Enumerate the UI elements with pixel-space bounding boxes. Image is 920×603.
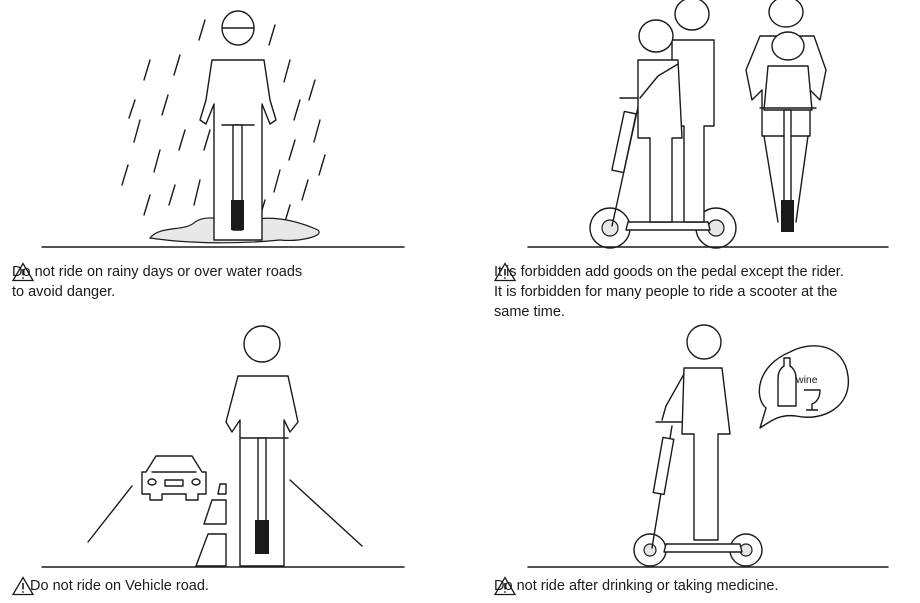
caption-line: to avoid danger. [12, 284, 116, 300]
car [141, 455, 207, 501]
caption-drinking: Do not ride after drinking or taking med… [494, 576, 779, 596]
speech-bubble [758, 345, 849, 429]
vehicle-road-illustration [41, 325, 405, 568]
panel-drinking: wine Do not ride after drinking or takin… [460, 310, 920, 603]
caption-passengers: It is forbidden add goods on the pedal e… [494, 262, 844, 322]
passengers-illustration [527, 0, 889, 249]
caption-vehicle-road: Do not ride on Vehicle road. [12, 576, 209, 596]
panel-passengers: It is forbidden add goods on the pedal e… [460, 0, 920, 320]
caption-line: Do not ride on Vehicle road. [30, 578, 209, 594]
panel-vehicle-road: Do not ride on Vehicle road. [0, 310, 460, 603]
wine-glass-icon [804, 389, 821, 411]
rider-helmet [686, 324, 722, 360]
warning-triangle-icon [494, 576, 516, 596]
rider-helmet [243, 325, 281, 363]
rain-illustration [41, 10, 405, 248]
caption-line: Do not ride after drinking or taking med… [494, 578, 779, 594]
bottle-icon [777, 357, 797, 407]
caption-line: Do not ride on rainy days or over water … [12, 264, 303, 280]
warning-triangle-icon [12, 262, 34, 282]
panel-rain: Do not ride on rainy days or over water … [0, 0, 460, 300]
caption-line: It is forbidden add goods on the pedal e… [494, 264, 844, 280]
caption-rain: Do not ride on rainy days or over water … [12, 262, 302, 302]
caption-line: same time. [494, 304, 565, 320]
bubble-label: wine [795, 374, 818, 386]
warning-triangle-icon [494, 262, 516, 282]
caption-line: It is forbidden for many people to ride … [494, 284, 838, 300]
drinking-illustration: wine [527, 324, 889, 568]
warning-triangle-icon [12, 576, 34, 596]
